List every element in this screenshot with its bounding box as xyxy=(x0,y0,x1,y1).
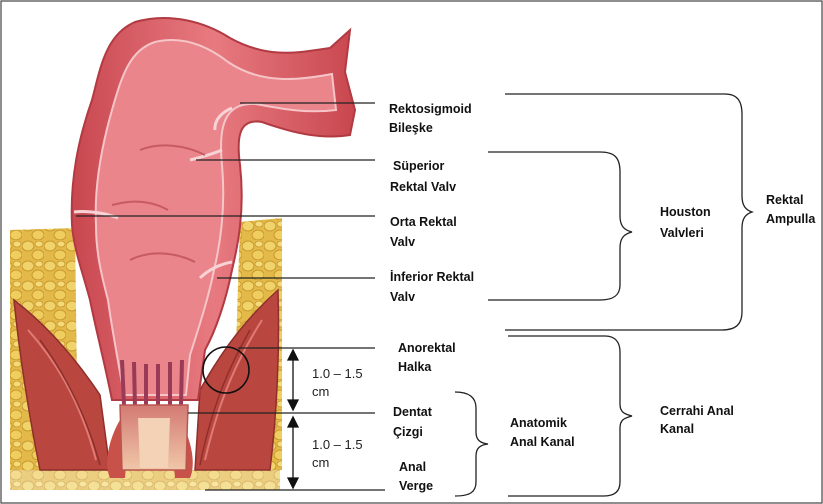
anal-lumen xyxy=(138,418,170,468)
label-houston-line2: Valvleri xyxy=(660,222,704,244)
label-rektosigmoid-line2: Bileşke xyxy=(389,117,433,139)
measure-upper-unit: cm xyxy=(312,383,329,401)
label-anal-verge-line2: Verge xyxy=(399,475,433,497)
label-orta-valv-line2: Valv xyxy=(390,231,415,253)
label-dentat-line2: Çizgi xyxy=(393,421,423,443)
label-orta-valv-line1: Orta Rektal xyxy=(390,211,457,233)
label-anorektal-line2: Halka xyxy=(398,356,431,378)
braces xyxy=(455,94,752,496)
measure-lower-value: 1.0 – 1.5 xyxy=(312,436,363,454)
label-superior-valv-line1: Süperior xyxy=(393,155,444,177)
label-dentat-line1: Dentat xyxy=(393,401,432,423)
measure-lower-unit: cm xyxy=(312,454,329,472)
label-inferior-valv-line1: İnferior Rektal xyxy=(390,266,474,288)
measurement-arrows xyxy=(288,350,298,488)
label-inferior-valv-line2: Valv xyxy=(390,286,415,308)
measure-upper-value: 1.0 – 1.5 xyxy=(312,365,363,383)
label-cerrahi-line2: Kanal xyxy=(660,418,694,440)
label-rektal-ampulla-line2: Ampulla xyxy=(766,208,815,230)
label-houston-line1: Houston xyxy=(660,201,711,223)
label-anatomik-line2: Anal Kanal xyxy=(510,431,575,453)
label-superior-valv-line2: Rektal Valv xyxy=(390,176,456,198)
